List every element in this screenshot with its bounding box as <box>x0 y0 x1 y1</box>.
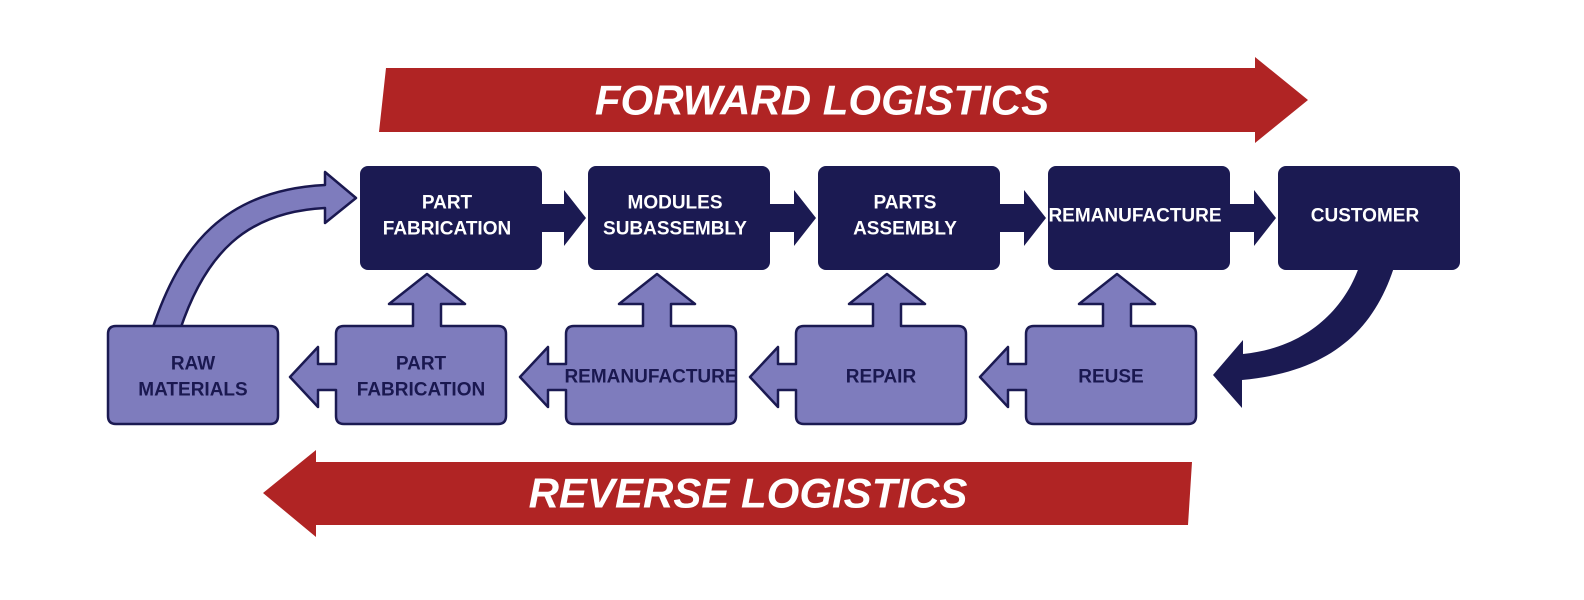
reverse-steps: RAW MATERIALS PART FABRICATION REMANUFACTURE… <box>106 272 1198 426</box>
step-label-line: FABRICATION <box>357 380 485 401</box>
forward-step-parts-assembly: PARTS ASSEMBLY <box>818 166 1046 270</box>
step-label-line: REMANUFACTURE <box>1048 206 1221 227</box>
reverse-step-reuse: REUSE <box>978 272 1198 426</box>
step-label-line: REMANUFACTURE <box>564 367 737 388</box>
reverse-step-part-fabrication: PART FABRICATION <box>288 272 508 426</box>
step-label-line: MODULES <box>628 193 723 214</box>
reverse-logistics-banner: REVERSE LOGISTICS <box>263 450 1192 537</box>
step-label-line: CUSTOMER <box>1311 206 1420 227</box>
forward-flow-arrow <box>998 190 1046 246</box>
forward-banner-arrow <box>379 57 1308 143</box>
forward-flow-arrow <box>768 190 816 246</box>
forward-logistics-banner: FORWARD LOGISTICS <box>379 57 1308 143</box>
forward-flow-arrow <box>1228 190 1276 246</box>
raw-to-fabrication-curve-arrow <box>150 170 358 332</box>
forward-banner-label: FORWARD LOGISTICS <box>595 77 1049 124</box>
forward-step-modules-subassembly: MODULES SUBASSEMBLY <box>588 166 816 270</box>
customer-to-reuse-curve-arrow <box>1213 264 1395 408</box>
step-label-line: FABRICATION <box>383 219 511 240</box>
step-label-line: REUSE <box>1078 367 1143 388</box>
step-label-line: RAW <box>171 354 215 375</box>
forward-step-remanufacture: REMANUFACTURE <box>1048 166 1276 270</box>
reverse-banner-label: REVERSE LOGISTICS <box>529 470 968 517</box>
reverse-step-remanufacture: REMANUFACTURE <box>518 272 738 426</box>
step-label-line: MATERIALS <box>138 380 247 401</box>
step-label-line: SUBASSEMBLY <box>603 219 747 240</box>
reverse-step-shape <box>106 324 280 426</box>
reverse-step-repair: REPAIR <box>748 272 968 426</box>
step-label-line: REPAIR <box>846 367 917 388</box>
forward-steps: PART FABRICATION MODULES SUBASSEMBLY PARTS AS… <box>360 166 1460 270</box>
step-label-line: PARTS <box>874 193 937 214</box>
reverse-step-raw-materials: RAW MATERIALS <box>106 324 280 426</box>
reverse-step-shape <box>518 272 738 426</box>
forward-step-customer: CUSTOMER <box>1278 166 1460 270</box>
reverse-step-shape <box>748 272 968 426</box>
reverse-step-shape <box>288 272 508 426</box>
forward-flow-arrow <box>540 190 586 246</box>
reverse-banner-arrow <box>263 450 1192 537</box>
forward-step-part-fabrication: PART FABRICATION <box>360 166 586 270</box>
step-label-line: ASSEMBLY <box>853 219 957 240</box>
step-label-line: PART <box>422 193 473 214</box>
step-label-line: PART <box>396 354 447 375</box>
reverse-step-shape <box>978 272 1198 426</box>
